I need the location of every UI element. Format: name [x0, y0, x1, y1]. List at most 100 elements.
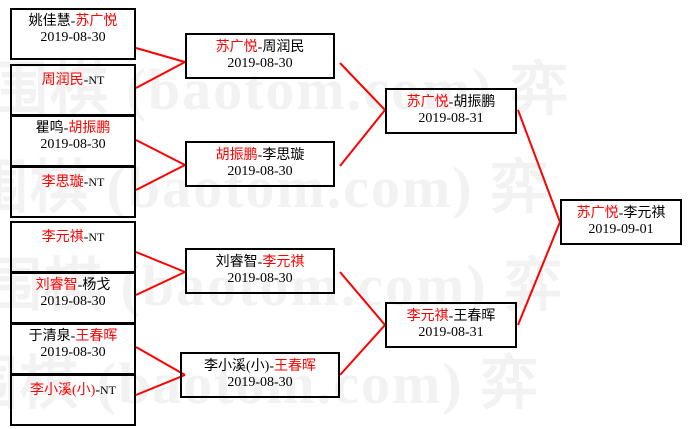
match-players: 瞿鸣-胡振鹏 [12, 121, 134, 137]
match-box-r3m1[interactable]: 苏广悦-胡振鹏 2019-08-31 [385, 88, 517, 134]
player-right: 周润民 [262, 40, 305, 55]
player-left: 瞿鸣 [35, 121, 64, 136]
player-right: NT [88, 230, 105, 244]
player-right: 胡振鹏 [68, 121, 111, 136]
match-box-r1m6[interactable]: 刘睿智-杨戈 2019-08-30 [10, 272, 136, 324]
match-players: 李小溪(小)-王春晖 [182, 359, 338, 375]
player-separator: - [257, 255, 263, 270]
player-separator: - [70, 14, 76, 29]
connector-line [135, 61, 186, 89]
player-separator: - [70, 329, 76, 344]
player-left: 于清泉 [28, 329, 71, 344]
match-players: 苏广悦-周润民 [187, 40, 333, 56]
match-box-r1m4[interactable]: 李思璇-NT [10, 166, 136, 218]
player-left: 周润民 [41, 73, 84, 88]
player-separator: - [77, 278, 83, 293]
player-right: 王春晖 [75, 329, 118, 344]
connector-line [339, 271, 386, 326]
match-players: 刘睿智-杨戈 [12, 278, 134, 294]
connector-line [135, 47, 186, 63]
player-left: 胡振鹏 [215, 148, 258, 163]
match-box-r2m4[interactable]: 李小溪(小)-王春晖 2019-08-30 [180, 352, 340, 398]
match-players: 刘睿智-李元祺 [187, 255, 333, 271]
player-separator: - [448, 309, 454, 324]
connector-line [339, 62, 386, 111]
player-left: 李思璇 [41, 175, 84, 190]
connector-line [135, 271, 186, 296]
player-separator: - [257, 148, 263, 163]
connector-line [135, 164, 186, 191]
player-right: 李元祺 [623, 206, 666, 221]
match-box-r1m2[interactable]: 周润民-NT [10, 64, 136, 116]
player-left: 刘睿智 [35, 278, 78, 293]
player-right: 杨戈 [82, 278, 111, 293]
player-right: 胡振鹏 [453, 95, 496, 110]
player-separator: - [83, 73, 89, 88]
player-separator: - [83, 175, 89, 190]
match-players: 李思璇-NT [12, 175, 134, 191]
match-players: 李小溪(小)-NT [12, 383, 134, 399]
match-box-r2m1[interactable]: 苏广悦-周润民 2019-08-30 [185, 33, 335, 79]
connector-line [517, 221, 561, 326]
match-players: 李元祺-NT [12, 230, 134, 246]
player-separator: - [269, 359, 274, 374]
player-right: 王春晖 [453, 309, 496, 324]
player-right: 李思璇 [262, 148, 305, 163]
match-box-r2m3[interactable]: 刘睿智-李元祺 2019-08-30 [185, 248, 335, 294]
match-players: 李元祺-王春晖 [387, 309, 515, 325]
match-players: 苏广悦-李元祺 [562, 206, 680, 222]
match-box-r1m3[interactable]: 瞿鸣-胡振鹏 2019-08-30 [10, 115, 136, 167]
match-players: 姚佳慧-苏广悦 [12, 14, 134, 30]
match-box-r1m1[interactable]: 姚佳慧-苏广悦 2019-08-30 [10, 8, 136, 60]
player-left: 姚佳慧 [28, 14, 71, 29]
connector-line [517, 109, 561, 223]
match-date: 2019-08-30 [227, 163, 293, 179]
match-date: 2019-08-30 [40, 293, 106, 309]
player-left: 李元祺 [41, 230, 84, 245]
player-left: 苏广悦 [406, 95, 449, 110]
player-left: 苏广悦 [215, 40, 258, 55]
player-right: NT [100, 383, 116, 397]
match-players: 周润民-NT [12, 73, 134, 89]
player-separator: - [448, 95, 454, 110]
player-right: 王春晖 [274, 359, 316, 374]
player-left: 苏广悦 [576, 206, 619, 221]
match-box-r4m1[interactable]: 苏广悦-李元祺 2019-09-01 [560, 199, 682, 245]
connector-line [135, 139, 186, 166]
player-left: 李元祺 [406, 309, 449, 324]
match-date: 2019-08-31 [418, 110, 484, 126]
player-left: 李小溪(小) [204, 359, 270, 374]
match-date: 2019-08-30 [227, 374, 293, 390]
player-right: NT [88, 73, 105, 87]
match-players: 于清泉-王春晖 [12, 329, 134, 345]
player-left: 李小溪(小) [30, 383, 96, 398]
match-date: 2019-08-30 [227, 270, 293, 286]
player-separator: - [95, 383, 100, 398]
player-separator: - [63, 121, 69, 136]
match-date: 2019-08-30 [40, 29, 106, 45]
player-right: NT [88, 175, 105, 189]
match-date: 2019-08-30 [40, 136, 106, 152]
connector-line [135, 374, 186, 396]
player-left: 刘睿智 [215, 255, 258, 270]
match-box-r1m8[interactable]: 李小溪(小)-NT [10, 374, 136, 426]
match-date: 2019-09-01 [588, 221, 654, 237]
connector-line [135, 251, 186, 273]
player-right: 李元祺 [262, 255, 305, 270]
match-date: 2019-08-30 [40, 344, 106, 360]
match-players: 胡振鹏-李思璇 [187, 148, 333, 164]
match-date: 2019-08-31 [418, 324, 484, 340]
match-box-r1m5[interactable]: 李元祺-NT [10, 221, 136, 273]
player-separator: - [83, 230, 89, 245]
player-right: 苏广悦 [75, 14, 118, 29]
connector-line [135, 346, 186, 376]
player-separator: - [618, 206, 624, 221]
connector-line [339, 109, 386, 167]
player-separator: - [257, 40, 263, 55]
match-box-r2m2[interactable]: 胡振鹏-李思璇 2019-08-30 [185, 141, 335, 187]
match-box-r1m7[interactable]: 于清泉-王春晖 2019-08-30 [10, 323, 136, 375]
match-players: 苏广悦-胡振鹏 [387, 95, 515, 111]
connector-line [339, 324, 386, 376]
match-box-r3m2[interactable]: 李元祺-王春晖 2019-08-31 [385, 302, 517, 348]
